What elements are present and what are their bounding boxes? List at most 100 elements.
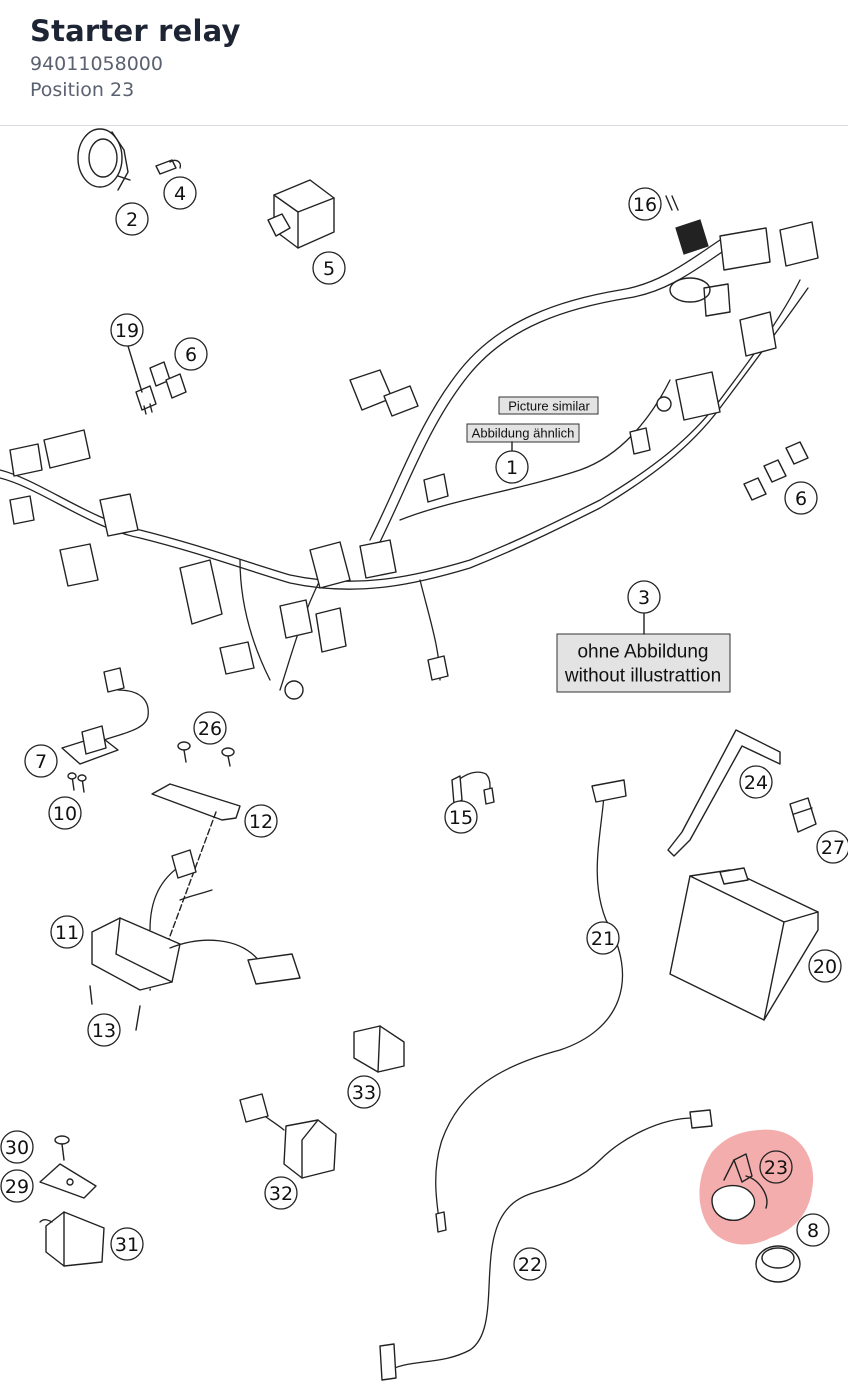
callout-circle bbox=[115, 202, 149, 236]
callout-21[interactable]: 21 bbox=[586, 921, 620, 955]
callout-number: 23 bbox=[764, 1157, 788, 1179]
callout-number: 27 bbox=[821, 837, 845, 859]
part-sensor-7[interactable] bbox=[61, 667, 149, 765]
callout-number: 24 bbox=[744, 772, 768, 794]
callout-circle bbox=[312, 251, 346, 285]
header: Starter relay 94011058000 Position 23 bbox=[0, 0, 848, 126]
callout-circle bbox=[759, 1150, 793, 1184]
callout-10[interactable]: 10 bbox=[48, 796, 82, 830]
part-screws-10[interactable] bbox=[67, 772, 87, 793]
callout-12[interactable]: 12 bbox=[244, 804, 278, 838]
part-clip-27[interactable] bbox=[789, 797, 817, 833]
callout-number: 7 bbox=[35, 751, 47, 773]
callout-circle bbox=[444, 800, 478, 834]
part-cable-21[interactable] bbox=[435, 779, 627, 1233]
part-connector-33[interactable] bbox=[353, 1025, 405, 1073]
callout-circle bbox=[48, 796, 82, 830]
callout-number: 6 bbox=[185, 344, 197, 366]
part-regulator-11[interactable] bbox=[91, 849, 301, 991]
part-relay-box-5[interactable] bbox=[267, 179, 335, 249]
callout-15[interactable]: 15 bbox=[444, 800, 478, 834]
callout-6a[interactable]: 6 bbox=[174, 337, 208, 371]
callout-circle bbox=[627, 580, 661, 614]
part-screw-4[interactable] bbox=[155, 159, 182, 175]
callout-number: 20 bbox=[813, 956, 837, 978]
callout-number: 32 bbox=[269, 1183, 293, 1205]
callout-circle bbox=[347, 1075, 381, 1109]
callout-circle bbox=[739, 765, 773, 799]
callout-number: 8 bbox=[807, 1220, 819, 1242]
callout-24[interactable]: 24 bbox=[739, 765, 773, 799]
part-screw-30[interactable] bbox=[54, 1135, 70, 1161]
part-holder-24[interactable] bbox=[667, 729, 781, 857]
callout-30[interactable]: 30 bbox=[0, 1130, 34, 1164]
callout-11[interactable]: 11 bbox=[50, 915, 84, 949]
position-label: Position 23 bbox=[30, 79, 135, 101]
callout-number: 21 bbox=[591, 928, 615, 950]
note-abbildung-aehnlich-text: Abbildung ähnlich bbox=[472, 426, 575, 441]
callout-circle bbox=[244, 804, 278, 838]
callout-circle bbox=[174, 337, 208, 371]
part-connector-16[interactable] bbox=[665, 195, 709, 255]
callout-circle bbox=[163, 176, 197, 210]
callout-number: 33 bbox=[352, 1082, 376, 1104]
callout-4[interactable]: 4 bbox=[163, 176, 197, 210]
callout-3[interactable]: 3 bbox=[627, 580, 661, 614]
callout-circle bbox=[110, 313, 144, 347]
callout-26[interactable]: 26 bbox=[193, 711, 227, 745]
note-ohne-abbildung-text: ohne Abbildung bbox=[577, 642, 708, 663]
callout-circle bbox=[628, 187, 662, 221]
part-cable-22[interactable] bbox=[379, 1109, 713, 1381]
callout-20[interactable]: 20 bbox=[808, 949, 842, 983]
callout-23[interactable]: 23 bbox=[759, 1150, 793, 1184]
part-screws-26[interactable] bbox=[177, 741, 235, 767]
callout-number: 4 bbox=[174, 183, 186, 205]
leader-19 bbox=[127, 345, 143, 393]
callout-7[interactable]: 7 bbox=[24, 744, 58, 778]
callout-1[interactable]: 1 bbox=[495, 450, 529, 484]
callout-number: 26 bbox=[198, 718, 222, 740]
callout-19[interactable]: 19 bbox=[110, 313, 144, 347]
callout-circle bbox=[0, 1130, 34, 1164]
callout-33[interactable]: 33 bbox=[347, 1075, 381, 1109]
part-battery-20[interactable] bbox=[669, 867, 819, 1021]
callout-number: 11 bbox=[55, 922, 79, 944]
callout-circle bbox=[0, 1169, 34, 1203]
callout-circle bbox=[193, 711, 227, 745]
callout-22[interactable]: 22 bbox=[513, 1247, 547, 1281]
part-main-wiring-harness[interactable] bbox=[0, 221, 819, 700]
part-cable-15[interactable] bbox=[451, 771, 495, 805]
callout-32[interactable]: 32 bbox=[264, 1176, 298, 1210]
part-fuses-6-left[interactable] bbox=[135, 361, 187, 415]
note-picture-similar-text: Picture similar bbox=[508, 399, 590, 414]
callout-number: 31 bbox=[115, 1234, 139, 1256]
part-number: 94011058000 bbox=[30, 53, 163, 75]
page-title: Starter relay bbox=[30, 14, 241, 48]
callout-13[interactable]: 13 bbox=[87, 1013, 121, 1047]
part-relay-31[interactable] bbox=[39, 1211, 105, 1267]
part-bracket-29[interactable] bbox=[39, 1163, 97, 1199]
part-horn[interactable] bbox=[77, 128, 131, 191]
callout-8[interactable]: 8 bbox=[796, 1213, 830, 1247]
callout-number: 3 bbox=[638, 587, 650, 609]
callout-16[interactable]: 16 bbox=[628, 187, 662, 221]
highlight-region bbox=[699, 1129, 814, 1245]
callout-circle bbox=[784, 481, 818, 515]
part-screws-13[interactable] bbox=[89, 985, 141, 1031]
callout-29[interactable]: 29 bbox=[0, 1169, 34, 1203]
part-relay-32[interactable] bbox=[239, 1093, 337, 1179]
callout-31[interactable]: 31 bbox=[110, 1227, 144, 1261]
callout-circle bbox=[110, 1227, 144, 1261]
part-cap-8[interactable] bbox=[755, 1245, 801, 1283]
callout-number: 1 bbox=[506, 457, 518, 479]
callout-27[interactable]: 27 bbox=[816, 830, 848, 864]
callout-6b[interactable]: 6 bbox=[784, 481, 818, 515]
part-starter-relay-23[interactable] bbox=[711, 1153, 768, 1221]
callout-number: 29 bbox=[5, 1176, 29, 1198]
callout-2[interactable]: 2 bbox=[115, 202, 149, 236]
callout-number: 19 bbox=[115, 320, 139, 342]
callout-circle bbox=[24, 744, 58, 778]
part-fuses-6-right[interactable] bbox=[743, 441, 809, 501]
callout-5[interactable]: 5 bbox=[312, 251, 346, 285]
callout-number: 30 bbox=[5, 1137, 29, 1159]
